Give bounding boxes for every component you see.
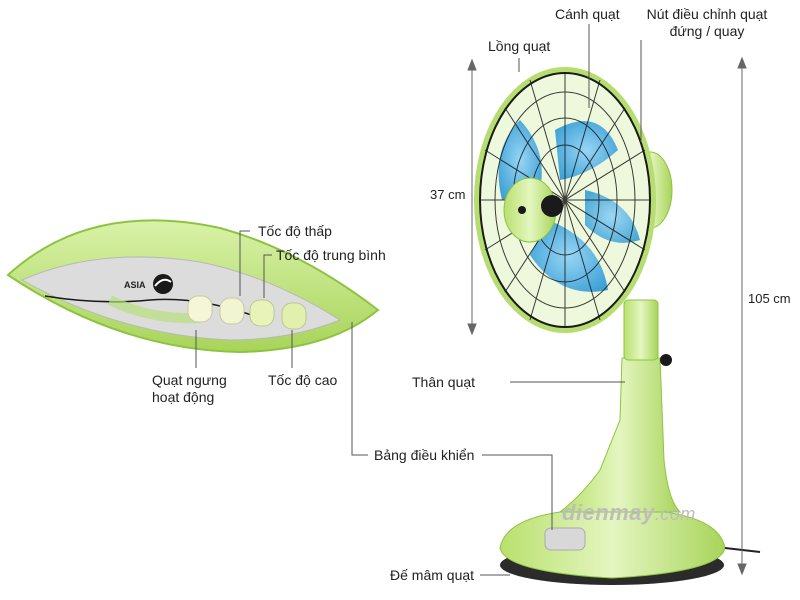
label-nut-dieu-chinh-line2: đứng / quay (669, 23, 745, 39)
asia-logo-text: ASIA (124, 280, 146, 290)
control-panel-closeup (6, 219, 380, 354)
label-nut-dieu-chinh-line1: Nút điều chỉnh quạt (646, 6, 768, 22)
dimension-lines (467, 56, 747, 576)
label-toc-do-thap: Tốc độ thấp (258, 223, 332, 239)
asia-logo (153, 274, 173, 294)
watermark-main: dienmay (562, 500, 655, 525)
label-de-mam-quat: Đế mâm quạt (390, 567, 475, 583)
label-toc-do-cao: Tốc độ cao (268, 372, 338, 388)
label-quat-ngung-line1: Quạt ngưng (152, 372, 227, 388)
watermark-tld: .com (654, 504, 696, 524)
label-height-105: 105 cm (748, 291, 791, 306)
label-long-quat: Lồng quạt (488, 38, 551, 54)
label-nut-dieu-chinh: Nút điều chỉnh quạt đứng / quay (642, 6, 772, 40)
label-toc-do-trung-binh: Tốc độ trung bình (276, 247, 386, 263)
fan-illustration (474, 67, 761, 585)
label-bang-dieu-khien: Bảng điều khiển (374, 447, 475, 463)
fan-leader-lines (480, 24, 642, 576)
label-quat-ngung-line2: hoạt động (152, 389, 215, 405)
panel-buttons (187, 295, 307, 330)
panel-leader-lines (195, 230, 368, 456)
dienmay-watermark: dienmay.com (562, 500, 696, 526)
label-than-quat: Thân quạt (412, 374, 476, 390)
label-height-37: 37 cm (430, 187, 466, 202)
label-quat-ngung: Quạt ngưng hoạt động (152, 372, 227, 406)
label-canh-quat: Cánh quạt (555, 6, 620, 22)
